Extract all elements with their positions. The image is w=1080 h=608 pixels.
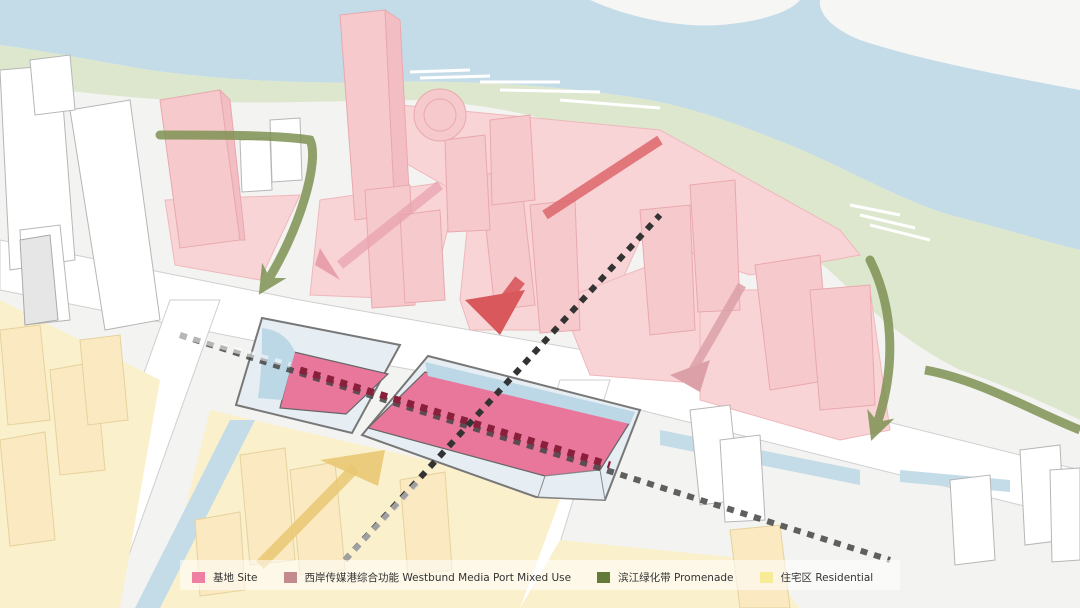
site-swatch (192, 572, 205, 583)
mixed-use-swatch (284, 572, 297, 583)
legend: 基地 Site 西岸传媒港综合功能 Westbund Media Port Mi… (192, 568, 899, 586)
legend-item-mixed-use: 西岸传媒港综合功能 Westbund Media Port Mixed Use (284, 570, 572, 585)
legend-item-residential: 住宅区 Residential (760, 570, 874, 585)
promenade-swatch (597, 572, 610, 583)
legend-item-site: 基地 Site (192, 570, 258, 585)
residential-swatch (760, 572, 773, 583)
legend-label-mixed-use: 西岸传媒港综合功能 Westbund Media Port Mixed Use (305, 570, 572, 585)
legend-label-site: 基地 Site (213, 570, 258, 585)
legend-label-residential: 住宅区 Residential (781, 570, 874, 585)
legend-item-promenade: 滨江绿化带 Promenade (597, 570, 733, 585)
legend-label-promenade: 滨江绿化带 Promenade (618, 570, 733, 585)
